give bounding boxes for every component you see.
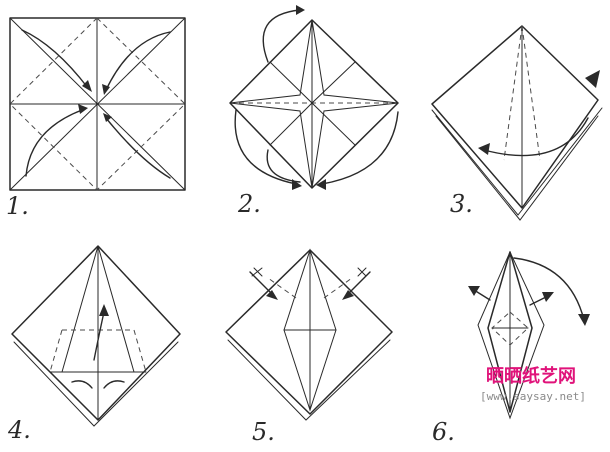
step-1-fold-arrow (21, 29, 89, 89)
step-2-panel: 2. (229, 5, 399, 218)
step-3-crease (503, 25, 523, 161)
step-1-number: 1. (6, 192, 29, 220)
step-6-arrowhead (578, 314, 590, 326)
step-3-back-layer (431, 107, 603, 216)
step-1-arrowhead (102, 84, 110, 95)
step-4-back-layer (13, 341, 179, 427)
step-5-fold-line (323, 277, 353, 299)
step-3-push-arrow (585, 70, 600, 88)
step-3-preliminary-base (431, 25, 599, 209)
step-5-back-layer (227, 339, 391, 421)
step-5-petal-fold (225, 249, 393, 415)
step-4-panel: 4. (7, 245, 181, 444)
step-6-flip-arrow (513, 257, 585, 321)
step-3-back-layer (435, 115, 599, 221)
step-1-diamond-crease (9, 17, 186, 191)
step-5-number: 5. (252, 418, 275, 446)
watermark-url: [www.saysay.net] (480, 390, 586, 403)
step-4-fold-line (49, 329, 63, 373)
step-5-mark (357, 267, 367, 277)
step-6-flap-outline (477, 250, 545, 420)
step-2-kite-lines (229, 19, 399, 189)
step-2-swing-arrow (262, 9, 301, 63)
step-5-fold-line (267, 277, 297, 299)
step-4-lift-arrow (93, 311, 105, 361)
step-1-arrowhead (78, 104, 88, 114)
watermark-title: 晒晒纸艺网 (486, 365, 576, 387)
step-5-panel: 5. (225, 248, 393, 446)
step-4-arrowhead (99, 304, 109, 316)
step-2-arrowhead (316, 179, 326, 190)
step-6-arrowhead (542, 292, 554, 302)
step-3-crease (521, 25, 541, 161)
step-3-number: 3. (450, 190, 473, 218)
step-2-swing-arrow (321, 111, 399, 185)
step-2-number: 2. (237, 190, 261, 218)
step-5-arrowhead (266, 290, 278, 300)
step-4-number: 4. (7, 416, 31, 444)
step-1-panel: 1. (6, 17, 186, 220)
step-1-fold-arrow (25, 109, 83, 177)
step-2-kite-lines (269, 61, 356, 146)
step-1-arrowhead (82, 80, 92, 92)
step-3-panel: 3. (431, 25, 603, 221)
step-1-fold-arrow (105, 31, 171, 91)
step-4-fold-line (133, 329, 147, 373)
step-2-swing-arrow (234, 109, 297, 185)
step-5-mark (251, 267, 263, 277)
step-6-panel: 6. (432, 250, 590, 446)
step-2-arrowhead (296, 5, 305, 15)
step-4-kite-shape (11, 245, 181, 421)
step-2-swing-arrow (266, 149, 301, 183)
step-4-pinch-arrow (71, 380, 93, 389)
step-6-side-arrow (473, 289, 491, 301)
step-1-arrowhead (103, 113, 112, 122)
step-6-arrowhead (468, 286, 480, 296)
step-6-number: 6. (432, 418, 455, 446)
step-3-arrowhead (478, 143, 490, 155)
step-4-inner-folds (61, 245, 135, 421)
step-5-arrowhead (342, 290, 354, 300)
step-1-fold-arrow (105, 117, 171, 179)
step-4-pinch-arrow (103, 380, 125, 389)
step-3-turn-arrow (483, 117, 589, 157)
watermark: 晒晒纸艺网 [www.saysay.net] (480, 365, 586, 403)
step-6-inner-diamond (491, 311, 529, 346)
